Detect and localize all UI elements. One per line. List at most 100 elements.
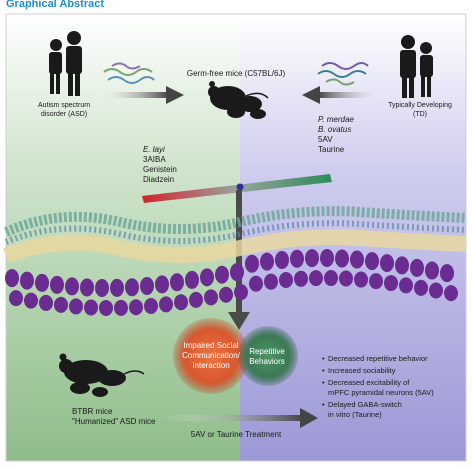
epithelial-cell xyxy=(24,292,38,309)
germ-free-mice-icon xyxy=(208,81,269,119)
epithelial-cell xyxy=(365,252,379,271)
epithelial-cell xyxy=(354,271,368,288)
epithelial-cell xyxy=(200,268,214,287)
btbr-label-line1: BTBR mice xyxy=(72,407,113,416)
outcome-bullet: • xyxy=(322,378,325,387)
td-microbiota-icon xyxy=(317,62,369,86)
epithelial-cell xyxy=(275,250,289,269)
balance-pivot xyxy=(236,183,244,191)
mucus-layer xyxy=(2,229,467,264)
epithelial-cell xyxy=(140,277,154,296)
epithelial-cell xyxy=(129,299,143,316)
epithelial-cell xyxy=(170,273,184,292)
left-metabolite-4: Diadzein xyxy=(143,175,174,184)
asd-label-line2: disorder (ASD) xyxy=(41,111,87,118)
germ-free-label: Germ-free mice (C57BL/6J) xyxy=(187,69,286,78)
epithelial-cell xyxy=(50,275,64,294)
asd-label-line1: Autism spectrum xyxy=(38,102,90,109)
epithelial-cell xyxy=(80,278,94,297)
epithelial-cell xyxy=(399,277,413,294)
left-metabolite-2: 3AIBA xyxy=(143,155,166,164)
epithelial-cell xyxy=(215,265,229,284)
treatment-arrow-head xyxy=(300,408,318,428)
td-people-icon xyxy=(400,35,433,98)
epithelial-cell xyxy=(69,298,83,315)
epithelial-cell xyxy=(54,296,68,313)
epithelial-cell xyxy=(65,277,79,296)
epithelial-cell xyxy=(290,249,304,268)
btbr-mice-icon xyxy=(59,353,145,397)
circle-left-line3: Interaction xyxy=(192,361,229,370)
outcome-item: in vitro (Taurine) xyxy=(328,410,382,419)
header-title: Graphical Abstract xyxy=(6,0,104,10)
epithelial-cell xyxy=(39,294,53,311)
epithelial-cell xyxy=(309,270,323,287)
epithelial-cell xyxy=(9,290,23,307)
social-deficit-circle xyxy=(173,318,249,394)
circle-right-line1: Repetitive xyxy=(249,347,285,356)
right-metabolite-2: B. ovatus xyxy=(318,125,351,134)
epithelial-cell xyxy=(425,261,439,280)
epithelial-cell xyxy=(189,291,203,308)
asd-people-icon xyxy=(49,31,82,96)
outcome-item: Delayed GABA-switch xyxy=(328,400,402,409)
right-metabolite-3: 5AV xyxy=(318,135,333,144)
td-label-line2: (TD) xyxy=(413,111,427,118)
epithelial-cell xyxy=(230,263,244,282)
asd-arrow-head xyxy=(166,86,184,104)
epithelial-cell xyxy=(294,270,308,287)
epithelial-cell xyxy=(219,286,233,303)
treatment-label: 5AV or Taurine Treatment xyxy=(191,430,282,439)
left-metabolite-1: E. layi xyxy=(143,145,165,154)
td-arrow-shaft xyxy=(318,92,386,98)
outcome-bullet: • xyxy=(322,354,325,363)
epithelial-cell xyxy=(339,270,353,287)
outcome-item: Decreased excitability of xyxy=(328,378,410,387)
epithelial-cell xyxy=(249,275,263,292)
left-metabolite-3: Genistein xyxy=(143,165,177,174)
epithelial-cell xyxy=(444,285,458,302)
epithelial-cell xyxy=(380,254,394,273)
outcome-item: Decreased repetitive behavior xyxy=(328,354,428,363)
epithelial-cell xyxy=(260,252,274,271)
epithelial-cell xyxy=(429,282,443,299)
right-metabolite-1: P. merdae xyxy=(318,115,354,124)
epithelial-cell xyxy=(110,278,124,297)
circle-left-line1: Impaired Social xyxy=(183,341,238,350)
epithelial-cell xyxy=(264,273,278,290)
epithelial-cell xyxy=(185,270,199,289)
outcome-item: Increased sociability xyxy=(328,366,396,375)
epithelial-cell xyxy=(414,279,428,296)
td-label-line1: Typically Developing xyxy=(388,102,452,109)
epithelial-cell xyxy=(234,284,248,301)
epithelial-cell xyxy=(350,250,364,269)
outcome-bullet: • xyxy=(322,400,325,409)
asd-microbiota-icon xyxy=(103,62,155,84)
asd-arrow-shaft xyxy=(96,92,168,98)
center-arrow-head xyxy=(228,312,250,330)
epithelial-cell xyxy=(125,278,139,297)
epithelial-cell xyxy=(324,270,338,287)
epithelial-cell xyxy=(369,273,383,290)
epithelial-cell xyxy=(174,294,188,311)
btbr-label-line2: "Humanized" ASD mice xyxy=(72,417,156,426)
outcomes-list: • Decreased repetitive behavior • Increa… xyxy=(322,354,434,419)
outcome-item: mPFC pyramidal neurons (5AV) xyxy=(328,388,434,397)
repetitive-behavior-circle xyxy=(238,326,298,386)
epithelial-cell xyxy=(5,269,19,288)
epithelial-cell xyxy=(320,249,334,268)
epithelial-cell xyxy=(95,278,109,297)
epithelial-cell xyxy=(114,299,128,316)
right-metabolite-4: Taurine xyxy=(318,145,345,154)
outcome-bullet: • xyxy=(322,366,325,375)
circle-right-line2: Behaviors xyxy=(249,357,285,366)
epithelial-cell xyxy=(395,256,409,275)
microbiota-layer xyxy=(3,206,467,237)
epithelial-cell xyxy=(155,275,169,294)
epithelial-cell xyxy=(279,271,293,288)
epithelial-cell xyxy=(410,258,424,277)
epithelial-cells xyxy=(5,249,458,316)
circle-left-line2: Communication/ xyxy=(182,351,241,360)
